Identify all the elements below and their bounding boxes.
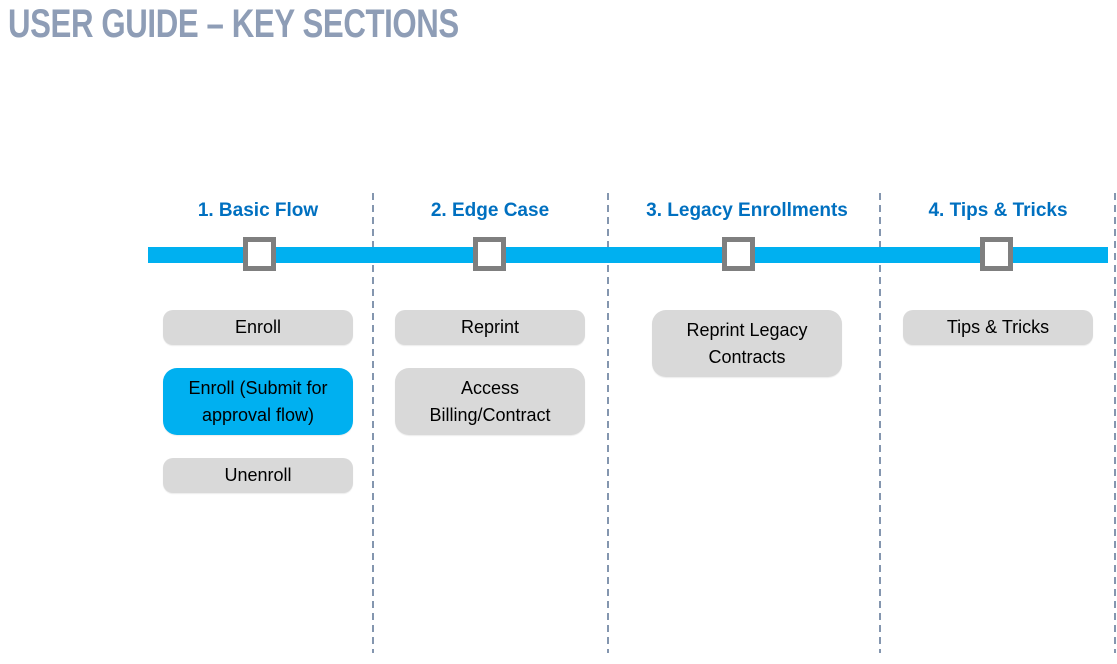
section-buttons: Tips & Tricks (903, 310, 1093, 345)
section-header: 1. Basic Flow (197, 200, 319, 221)
timeline-marker (722, 237, 755, 271)
section-item-button[interactable]: Reprint (395, 310, 585, 345)
section-divider (372, 193, 374, 653)
page-title: USER GUIDE – KEY SECTIONS (8, 2, 459, 46)
section-divider (879, 193, 881, 653)
section-divider (1114, 193, 1116, 653)
section-item-button[interactable]: Enroll (Submit for approval flow) (163, 368, 353, 435)
section-item-button[interactable]: Tips & Tricks (903, 310, 1093, 345)
section-column-tips-tricks: 4. Tips & Tricks Tips & Tricks (888, 200, 1108, 345)
timeline-marker (473, 237, 506, 271)
section-column-legacy-enrollments: 3. Legacy Enrollments Reprint Legacy Con… (637, 200, 857, 377)
section-item-button[interactable]: Reprint Legacy Contracts (652, 310, 842, 377)
section-header: 4. Tips & Tricks (928, 200, 1068, 221)
section-buttons: Reprint Legacy Contracts (652, 310, 842, 377)
timeline-bar (148, 247, 1108, 263)
timeline-marker (243, 237, 276, 271)
section-item-button[interactable]: Unenroll (163, 458, 353, 493)
section-divider (607, 193, 609, 653)
section-header: 3. Legacy Enrollments (646, 200, 848, 221)
section-item-button[interactable]: Enroll (163, 310, 353, 345)
section-header: 2. Edge Case (430, 200, 550, 221)
timeline-marker (980, 237, 1013, 271)
section-item-button[interactable]: Access Billing/Contract (395, 368, 585, 435)
